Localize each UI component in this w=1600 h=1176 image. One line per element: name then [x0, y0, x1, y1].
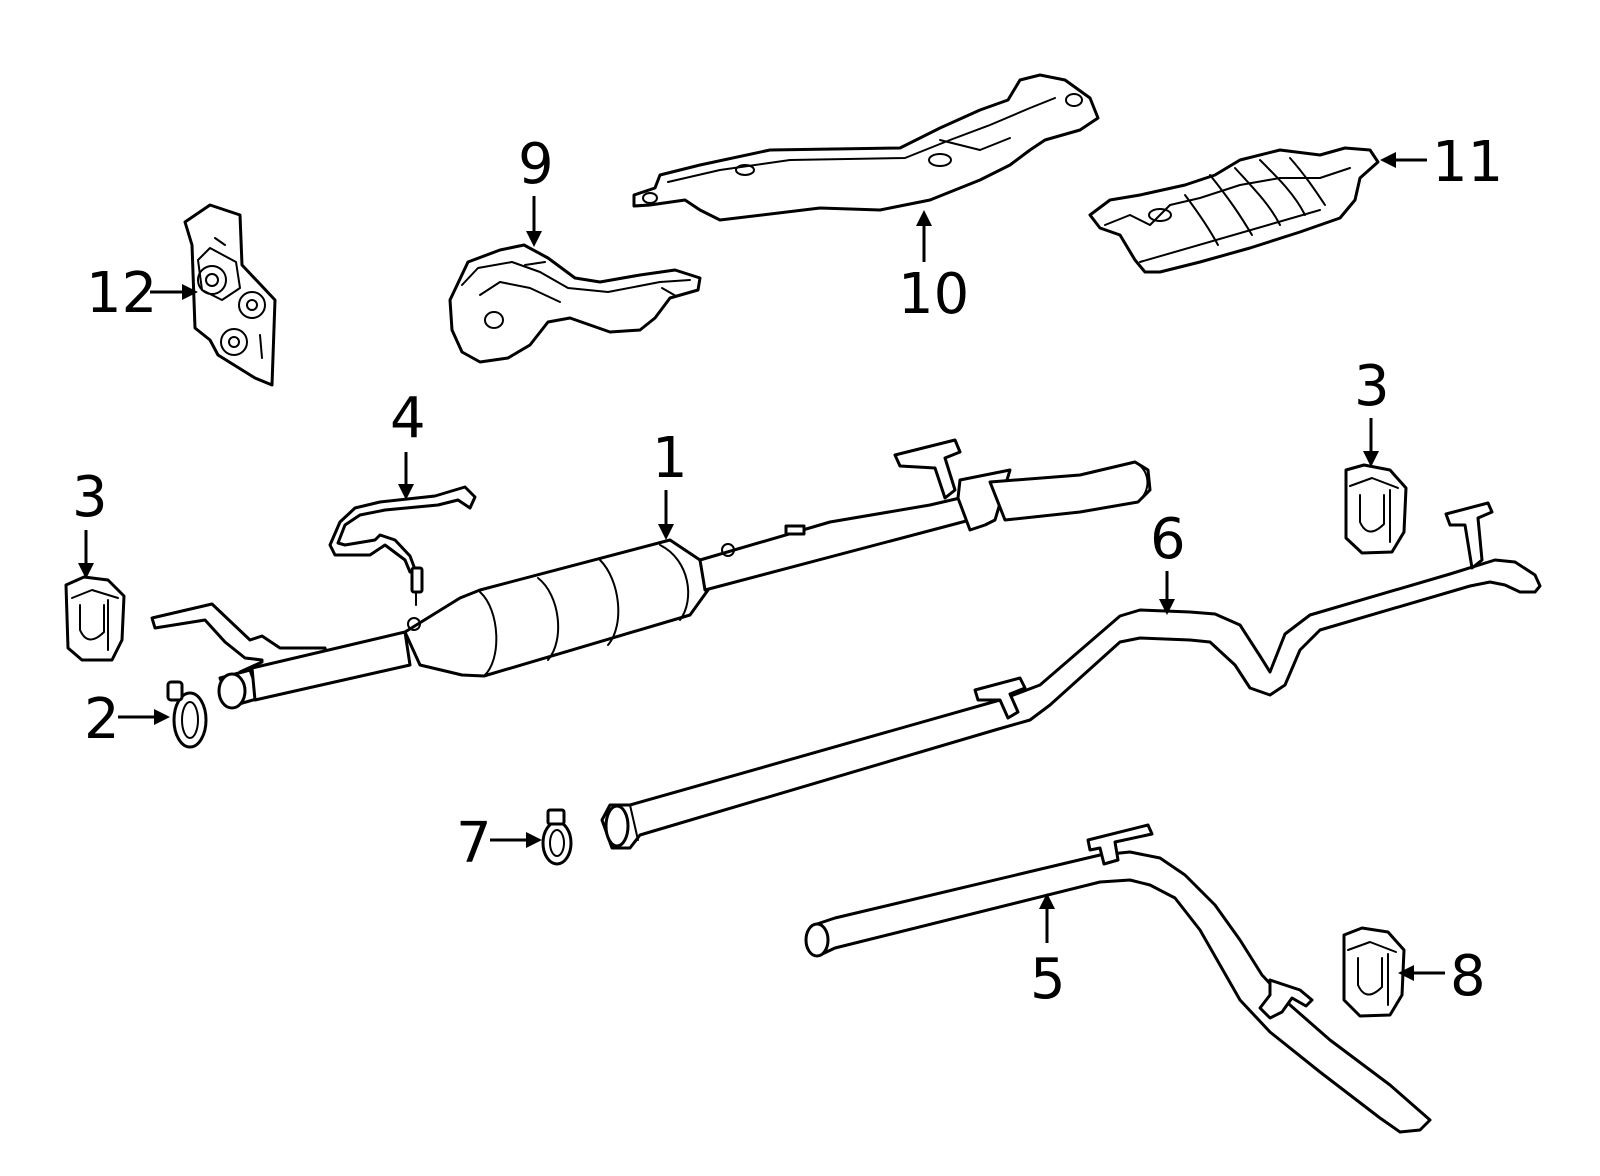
part-10-heat-shield [632, 73, 1100, 222]
callout-4: 4 [390, 386, 426, 451]
part-6-intermediate-pipe [600, 501, 1542, 850]
callout-10: 10 [898, 262, 969, 327]
callout-12: 12 [86, 261, 157, 326]
callout-7: 7 [456, 811, 492, 876]
callout-3-right: 3 [1354, 354, 1390, 419]
part-4-sensor-pipe [328, 485, 477, 606]
part-3-hanger-left [64, 575, 126, 662]
callout-3-left: 3 [72, 465, 108, 530]
part-9-heat-shield [448, 243, 702, 364]
part-1-catalytic-converter [150, 438, 1152, 710]
part-3-hanger-right [1344, 463, 1408, 555]
part-7-clamp [541, 808, 573, 866]
part-5-tailpipe [804, 823, 1432, 1134]
callout-1: 1 [652, 426, 688, 491]
part-11-heat-shield [1088, 146, 1380, 274]
callout-5: 5 [1030, 947, 1066, 1012]
callout-2: 2 [84, 687, 120, 752]
callout-11: 11 [1432, 130, 1503, 195]
part-2-clamp [166, 680, 208, 749]
leader-lines [78, 152, 1445, 981]
part-8-hanger [1342, 926, 1406, 1018]
callout-8: 8 [1450, 944, 1486, 1009]
part-12-bracket [183, 203, 277, 387]
callout-labels: 12 9 10 11 4 1 3 3 6 2 7 5 8 [72, 130, 1503, 1012]
callout-9: 9 [518, 132, 554, 197]
callout-6: 6 [1150, 507, 1186, 572]
